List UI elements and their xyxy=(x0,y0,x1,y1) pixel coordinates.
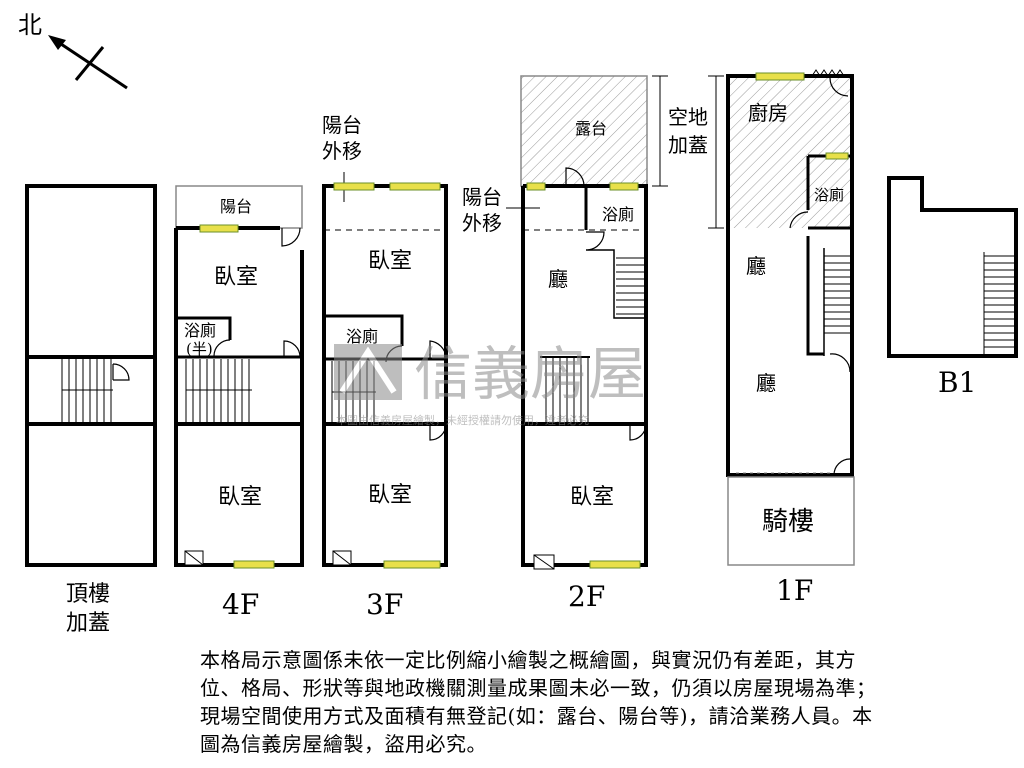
compass-north-label: 北 xyxy=(18,11,42,39)
door-icon xyxy=(213,339,231,357)
staircase xyxy=(61,359,113,422)
door-icon xyxy=(283,340,301,358)
balcony-moved-note-line1: 陽台 xyxy=(322,113,362,137)
window-icon xyxy=(383,560,441,569)
floor-b1-plan: B1 xyxy=(887,176,1018,399)
kitchen-area xyxy=(728,76,854,228)
roof-floor-label-line1: 頂樓 xyxy=(66,582,110,607)
staircase xyxy=(540,356,590,422)
balcony-moved-note-line2: 外移 xyxy=(322,139,362,163)
door-icon xyxy=(112,363,130,381)
window-icon xyxy=(755,72,805,81)
watermark-brand: 信義房屋 xyxy=(414,340,646,408)
bathroom-label: 浴廁 xyxy=(184,321,216,340)
floor-b1-label: B1 xyxy=(938,366,976,399)
open-space-note-line1: 空地 xyxy=(668,105,708,129)
bedroom-label: 臥室 xyxy=(218,485,262,510)
hall-label: 廳 xyxy=(746,254,766,278)
balcony-moved-note-line2: 外移 xyxy=(462,211,502,235)
staircase xyxy=(616,257,644,315)
bedroom-label: 臥室 xyxy=(368,249,412,274)
balcony-moved-note-line1: 陽台 xyxy=(462,185,502,209)
floor-1f-label: 1F xyxy=(776,574,813,607)
door-icon xyxy=(833,458,851,476)
floor-2f-label: 2F xyxy=(568,580,605,613)
disclaimer-text: 本格局示意圖係未依一定比例縮小繪製之概繪圖，與實況仍有差距，其方位、格局、形狀等… xyxy=(200,648,877,756)
terrace-area xyxy=(520,75,648,187)
door-icon xyxy=(281,227,301,247)
door-icon xyxy=(629,423,647,441)
door-icon xyxy=(789,211,809,229)
bedroom-label: 臥室 xyxy=(570,485,614,510)
north-arrow-head-icon xyxy=(48,35,66,50)
floor-4f-label: 4F xyxy=(222,588,259,621)
floor-1f-plan: 空地 加蓋 廚房 浴廁 廳 廳 xyxy=(652,69,855,607)
window-icon xyxy=(589,560,641,569)
compass: 北 xyxy=(18,11,128,90)
kitchen-label: 廚房 xyxy=(748,101,788,125)
bedroom-label: 臥室 xyxy=(368,483,412,508)
bathroom-half-label: (半) xyxy=(186,340,213,358)
floor-2f-plan: 露台 陽台 外移 浴廁 廳 臥室 xyxy=(462,75,648,613)
door-icon xyxy=(829,353,851,373)
roof-floor-label-line2: 加蓋 xyxy=(66,611,110,636)
bedroom-label: 臥室 xyxy=(214,265,258,290)
hall-label: 廳 xyxy=(548,267,568,291)
window-icon xyxy=(609,182,639,191)
window-icon xyxy=(526,182,546,191)
hall-label: 廳 xyxy=(756,371,776,395)
roof-floor-plan: 頂樓 加蓋 xyxy=(25,184,157,636)
window-icon xyxy=(233,560,275,569)
balcony-label: 陽台 xyxy=(220,197,252,216)
terrace-label: 露台 xyxy=(575,119,607,138)
floor-4f-plan: 陽台 臥室 浴廁 (半) 臥室 4F xyxy=(174,185,304,621)
window-icon xyxy=(199,224,239,233)
floor-3f-label: 3F xyxy=(366,588,403,621)
window-icon xyxy=(825,152,849,160)
window-icon xyxy=(333,182,375,191)
door-icon xyxy=(429,423,447,441)
staircase xyxy=(983,252,1014,354)
staircase xyxy=(824,255,850,334)
door-icon xyxy=(586,231,605,251)
window-icon xyxy=(389,182,441,191)
door-icon xyxy=(429,340,447,359)
arcade-label: 騎樓 xyxy=(762,507,814,537)
door-icon xyxy=(829,77,849,97)
watermark: 信義房屋 本圖由信義房屋繪製，未經授權請勿使用，違者必究 xyxy=(334,340,646,427)
bathroom-label: 浴廁 xyxy=(346,327,378,346)
staircase xyxy=(185,359,252,422)
arcade-area xyxy=(727,476,855,566)
door-icon xyxy=(565,167,585,187)
watermark-notice: 本圖由信義房屋繪製，未經授權請勿使用，違者必究 xyxy=(336,413,589,427)
compass-cross-line xyxy=(74,46,105,81)
open-space-note-line2: 加蓋 xyxy=(668,133,708,157)
bathroom-label: 浴廁 xyxy=(602,205,634,224)
bathroom-label: 浴廁 xyxy=(814,186,844,204)
